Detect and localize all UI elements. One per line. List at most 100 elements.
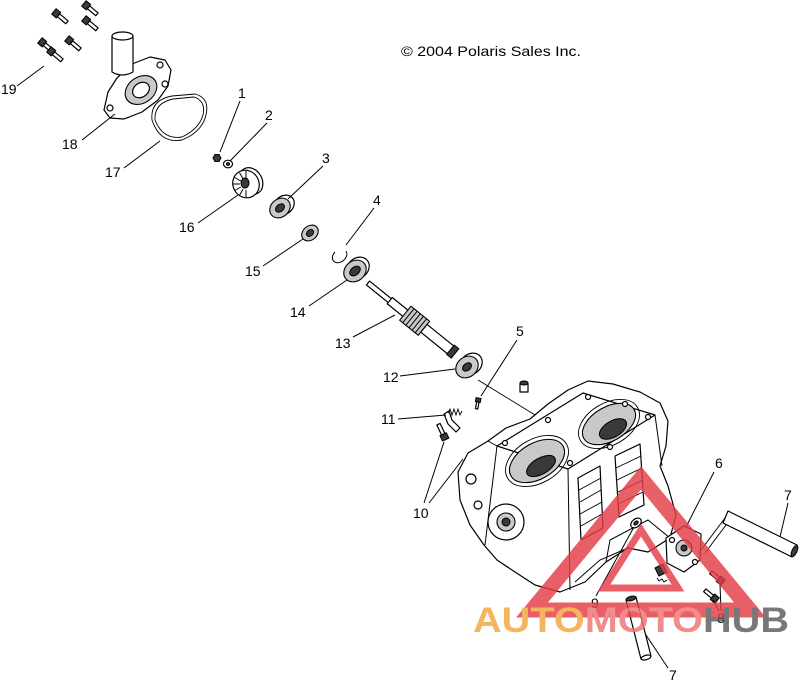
- watermark-triangle-outer: [516, 466, 766, 618]
- shaft-collar: [446, 344, 460, 359]
- pump-shaft: [365, 280, 460, 359]
- impeller-hub: [240, 177, 250, 189]
- bolt-shank: [86, 20, 99, 32]
- cylinder-bore-rim: [505, 435, 569, 487]
- bolt-shank: [56, 13, 69, 25]
- oil-pump-fitting-spring: [656, 577, 668, 583]
- callout-2: 2: [265, 107, 273, 123]
- leader-line-6: [685, 471, 715, 528]
- assembly-centerline: [477, 379, 541, 419]
- leader-line-1: [219, 100, 241, 153]
- oil-line-upper-end: [790, 544, 799, 558]
- gasket-inner-edge: [154, 96, 205, 138]
- seal-3-bore: [275, 203, 285, 213]
- leader-line-7-bottom: [645, 634, 669, 669]
- leader-line-4: [345, 207, 375, 246]
- side-boss: [473, 500, 483, 510]
- callout-1: 1: [238, 85, 246, 101]
- end-boss-center: [501, 517, 511, 527]
- plug-5: [519, 380, 529, 393]
- bolt-shank: [69, 40, 82, 52]
- fitting-11: [443, 407, 463, 433]
- impeller-vanes: [233, 171, 247, 197]
- deck-bolt-hole: [544, 416, 552, 424]
- callout-3: 3: [322, 150, 330, 166]
- callout-19: 19: [1, 81, 17, 97]
- bolt: [436, 422, 450, 442]
- impeller-nut: [212, 154, 222, 162]
- leader-line-3: [287, 165, 324, 200]
- bolt: [51, 8, 69, 25]
- o-ring-inner: [633, 520, 639, 526]
- oil-line-lower-end: [625, 595, 637, 602]
- crankcase-edges: [484, 414, 663, 591]
- callout-17: 17: [105, 164, 121, 180]
- oil-pump-bolt-hole: [691, 558, 699, 566]
- bolt-shank: [703, 588, 715, 599]
- reed-cage-slats: [615, 455, 644, 505]
- leader-line-10: [428, 458, 464, 504]
- seal-15-bore: [305, 229, 315, 237]
- shaft-tip: [365, 280, 394, 305]
- shaft-gear-teeth: [402, 308, 427, 334]
- bolt: [46, 46, 64, 63]
- deck-bolt-hole: [644, 413, 652, 421]
- seal-12-bore: [462, 362, 472, 372]
- bolt-shank: [436, 422, 446, 436]
- callout-5: 5: [516, 323, 524, 339]
- callout-labels: 1 2 3 4 5 6 7 7 8 9 10 11 12 13 14 15 16…: [1, 81, 792, 682]
- small-screw: [474, 397, 482, 410]
- watermark-word-auto: AUTO: [473, 601, 585, 640]
- gasket-outer-edge: [151, 93, 208, 142]
- oil-pump-shaft: [680, 544, 688, 552]
- bolt: [703, 588, 720, 604]
- bearing: [343, 256, 370, 283]
- housing-inlet: [132, 81, 150, 99]
- callout-15: 15: [245, 263, 261, 279]
- circlip: [331, 250, 348, 264]
- callout-18: 18: [62, 136, 78, 152]
- callout-11: 11: [381, 411, 396, 427]
- crankcase: [457, 380, 677, 593]
- leader-line-7-top: [779, 502, 789, 538]
- callout-12: 12: [383, 369, 399, 385]
- leader-line-11: [397, 414, 447, 420]
- leader-line-15: [262, 238, 304, 267]
- housing-outlet-pipe: [111, 35, 134, 76]
- leader-line-10: [423, 441, 445, 504]
- housing-bolt-hole: [106, 104, 114, 112]
- watermark-triangle-inner: [597, 523, 685, 592]
- bolt-shank: [86, 5, 99, 17]
- o-ring: [630, 517, 642, 529]
- leader-line-17: [123, 140, 161, 169]
- callout-14: 14: [290, 304, 306, 320]
- leader-line-19: [16, 65, 45, 87]
- side-boss: [465, 473, 477, 485]
- oil-pump-bolt-hole: [668, 536, 676, 544]
- leader-line-13: [352, 314, 396, 338]
- pump-housing: [103, 31, 172, 120]
- bolt: [81, 15, 99, 32]
- bolt: [64, 35, 82, 52]
- washer-hole: [225, 162, 231, 166]
- callout-7-bottom: 7: [669, 667, 677, 682]
- watermark-word-moto: MOTO: [585, 601, 703, 640]
- fitting-spring: [447, 407, 463, 417]
- callout-10: 10: [413, 505, 429, 521]
- leader-line-2: [229, 122, 268, 162]
- cylinder-bore-rim: [578, 398, 640, 450]
- plug-head: [519, 380, 529, 386]
- screw-shank: [474, 401, 480, 410]
- crank-web: [598, 418, 628, 440]
- deck-bolt-hole: [566, 459, 574, 467]
- deck-bolt-hole: [584, 393, 592, 401]
- leader-line-5: [480, 339, 518, 397]
- housing-bolt-hole: [161, 80, 169, 88]
- copyright-notice: © 2004 Polaris Sales Inc.: [401, 43, 581, 59]
- crank-web: [526, 454, 556, 478]
- mounting-bolts: [37, 0, 99, 63]
- seal-12: [455, 352, 483, 379]
